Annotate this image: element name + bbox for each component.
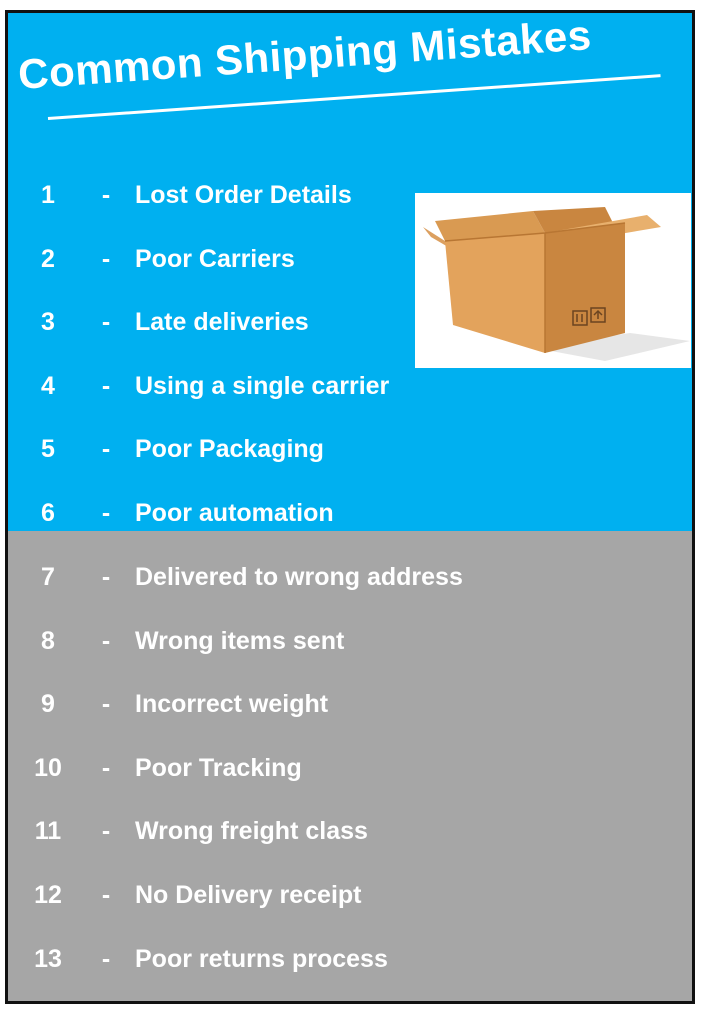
box-image xyxy=(415,193,691,368)
item-number: 11 xyxy=(34,817,62,845)
item-label: Poor automation xyxy=(135,499,334,527)
item-label: Lost Order Details xyxy=(135,181,352,209)
item-number: 10 xyxy=(34,754,62,782)
item-number: 4 xyxy=(41,372,55,400)
item-number: 3 xyxy=(41,308,55,336)
list-item: 13 - Poor returns process xyxy=(8,939,688,979)
item-number: 13 xyxy=(34,945,62,973)
item-dash: - xyxy=(101,181,111,209)
item-label: Poor returns process xyxy=(135,945,388,973)
item-number: 12 xyxy=(34,881,62,909)
item-dash: - xyxy=(101,372,111,400)
item-number: 9 xyxy=(41,690,55,718)
item-label: Incorrect weight xyxy=(135,690,329,718)
list-item: 6 - Poor automation xyxy=(8,493,688,533)
item-dash: - xyxy=(101,945,111,973)
item-label: Using a single carrier xyxy=(135,372,390,400)
infographic-card: Common Shipping Mistakes xyxy=(5,10,695,1004)
cardboard-box-icon xyxy=(423,207,690,361)
item-dash: - xyxy=(101,245,111,273)
item-number: 6 xyxy=(41,499,55,527)
list-item: 10 - Poor Tracking xyxy=(8,748,688,788)
item-number: 5 xyxy=(41,435,55,463)
item-label: Delivered to wrong address xyxy=(135,563,463,591)
list-item: 12 - No Delivery receipt xyxy=(8,875,688,915)
item-dash: - xyxy=(101,308,111,336)
item-label: No Delivery receipt xyxy=(135,881,362,909)
list-item: 7 - Delivered to wrong address xyxy=(8,557,688,597)
item-dash: - xyxy=(101,690,111,718)
item-label: Poor Packaging xyxy=(135,435,324,463)
item-dash: - xyxy=(101,754,111,782)
list-item: 9 - Incorrect weight xyxy=(8,684,688,724)
item-dash: - xyxy=(101,627,111,655)
item-number: 7 xyxy=(41,563,55,591)
list-item: 8 - Wrong items sent xyxy=(8,621,688,661)
item-dash: - xyxy=(101,881,111,909)
item-dash: - xyxy=(101,817,111,845)
list-item: 5 - Poor Packaging xyxy=(8,429,688,469)
item-number: 8 xyxy=(41,627,55,655)
bottom-band xyxy=(8,531,692,1001)
list-item: 3 - Late deliveries xyxy=(8,302,688,342)
item-label: Poor Tracking xyxy=(135,754,302,782)
item-dash: - xyxy=(101,563,111,591)
item-number: 2 xyxy=(41,245,55,273)
item-label: Late deliveries xyxy=(135,308,309,336)
item-label: Wrong freight class xyxy=(135,817,368,845)
item-label: Poor Carriers xyxy=(135,245,295,273)
list-item: 1 - Lost Order Details xyxy=(8,175,688,215)
list-item: 2 - Poor Carriers xyxy=(8,239,688,279)
list-item: 4 - Using a single carrier xyxy=(8,366,688,406)
item-label: Wrong items sent xyxy=(135,627,345,655)
item-dash: - xyxy=(101,499,111,527)
item-number: 1 xyxy=(41,181,55,209)
list-item: 11 - Wrong freight class xyxy=(8,811,688,851)
item-dash: - xyxy=(101,435,111,463)
